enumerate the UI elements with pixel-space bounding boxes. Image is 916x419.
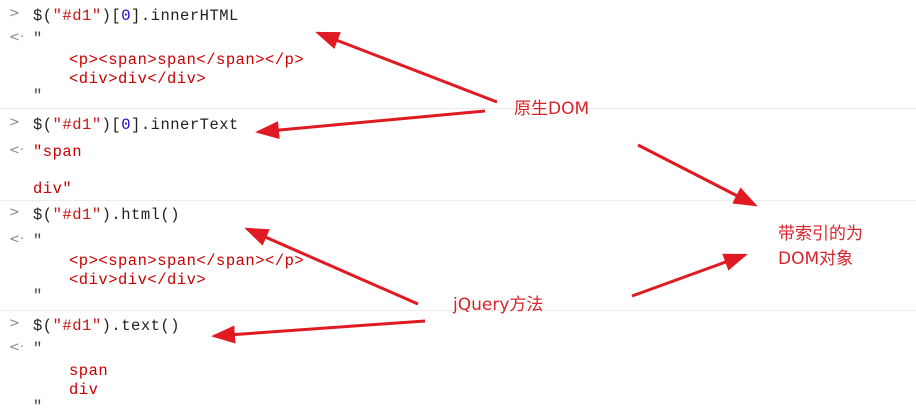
arrow <box>631 253 748 298</box>
console-command[interactable]: $("#d1")[0].innerText <box>33 116 239 134</box>
console-output: span <box>69 362 109 380</box>
console-command[interactable]: $("#d1").html() <box>33 206 181 224</box>
console-output: <div>div</div> <box>69 271 207 289</box>
console-command[interactable]: $("#d1")[0].innerHTML <box>33 7 239 25</box>
console-output: " <box>33 398 43 416</box>
console-command[interactable]: $("#d1").text() <box>33 317 181 335</box>
prompt-chevron-icon: > <box>9 205 20 220</box>
arrow <box>211 319 426 344</box>
result-arrow-icon: <· <box>9 232 25 247</box>
console-output: div" <box>33 180 73 198</box>
entry-divider <box>0 108 916 109</box>
arrow <box>315 31 498 104</box>
result-arrow-icon: <· <box>9 143 25 158</box>
console-output: " <box>33 287 43 305</box>
console-output: " <box>33 30 43 48</box>
console-output: <p><span>span</span></p> <box>69 252 305 270</box>
arrow <box>637 143 758 207</box>
console-output: div <box>69 381 99 399</box>
arrow <box>255 109 486 140</box>
arrow <box>244 227 419 306</box>
annotation-native-dom: 原生DOM <box>514 99 590 119</box>
console-output: "span <box>33 143 83 161</box>
entry-divider <box>0 200 916 201</box>
result-arrow-icon: <· <box>9 340 25 355</box>
prompt-chevron-icon: > <box>9 115 20 130</box>
console-output: " <box>33 87 43 105</box>
console-output: " <box>33 340 43 358</box>
console-output: " <box>33 232 43 250</box>
entry-divider <box>0 310 916 311</box>
prompt-chevron-icon: > <box>9 6 20 21</box>
annotation-jquery-methods: jQuery方法 <box>453 295 544 315</box>
prompt-chevron-icon: > <box>9 316 20 331</box>
console-output: <div>div</div> <box>69 70 207 88</box>
console-output: <p><span>span</span></p> <box>69 51 305 69</box>
result-arrow-icon: <· <box>9 30 25 45</box>
